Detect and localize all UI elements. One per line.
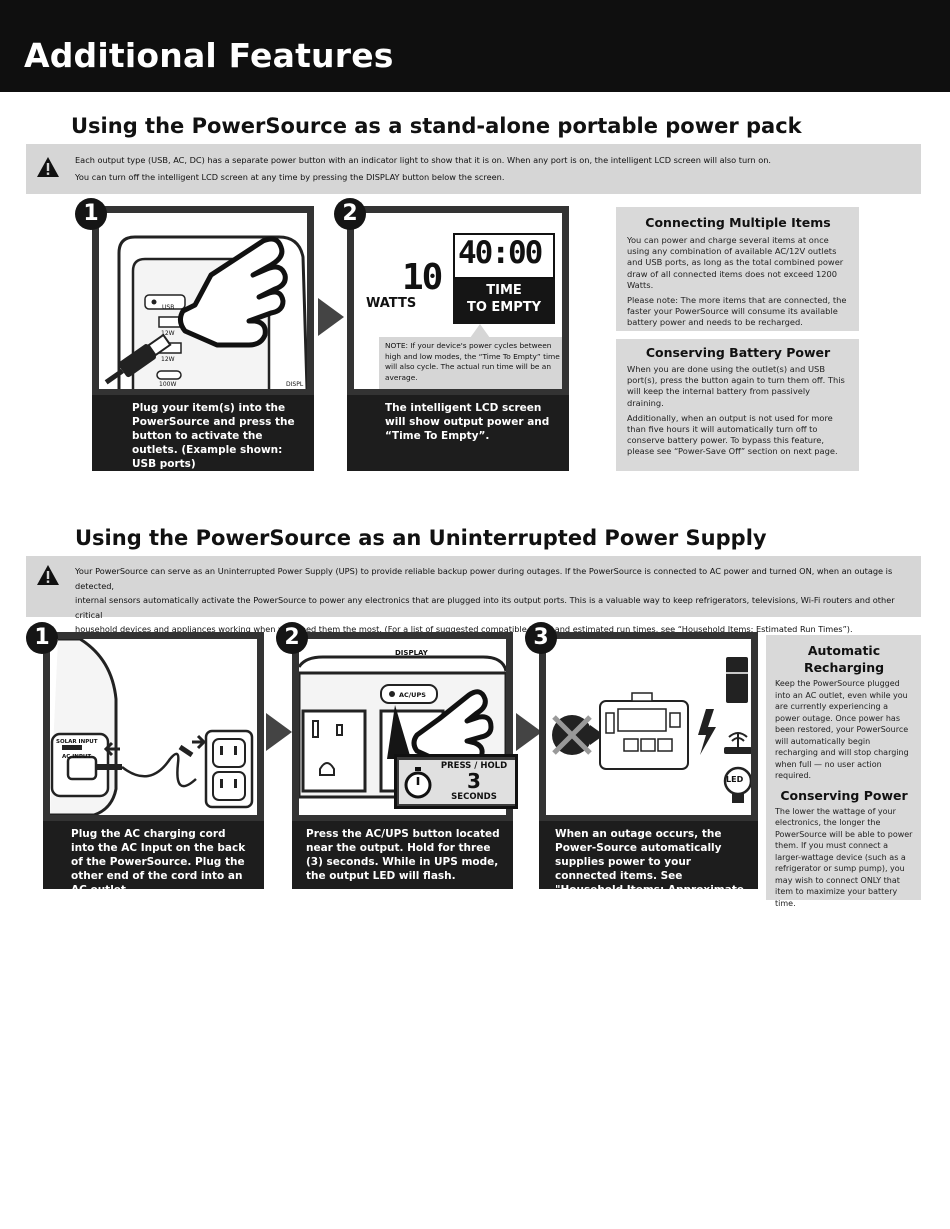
s2-step1-number: 1 bbox=[26, 622, 58, 654]
watts-label: WATTS bbox=[366, 296, 417, 311]
display-label: DISPLAY bbox=[395, 649, 428, 657]
lcd-note: NOTE: If your device's power cycles betw… bbox=[379, 337, 562, 389]
sidebar-automatic-title-1: Automatic bbox=[807, 643, 881, 658]
s1-step2-illustration: 10 WATTS 40:00 TIME TO EMPTY NOTE: If yo… bbox=[347, 206, 569, 396]
section2-warning-line2: internal sensors automatically activate … bbox=[75, 595, 895, 620]
solar-input-label: SOLAR INPUT bbox=[56, 739, 98, 745]
usb-port2-watt-label: 12W bbox=[161, 356, 175, 363]
s1-step1-caption: Plug your item(s) into the PowerSource a… bbox=[92, 395, 314, 471]
sidebar-conserving-title: Conserving Battery Power bbox=[645, 345, 831, 360]
seconds-value: 3 bbox=[467, 769, 481, 793]
ac-input-label: AC INPUT bbox=[62, 754, 92, 760]
section2-warning-box: Your PowerSource can serve as an Uninter… bbox=[26, 556, 921, 634]
sidebar-conserving-paragraph1: When you are done using the outlet(s) an… bbox=[627, 364, 845, 408]
page-title: Additional Features bbox=[24, 36, 394, 75]
step-arrow bbox=[516, 713, 542, 751]
stopwatch-icon bbox=[404, 767, 432, 799]
usb-label: USB bbox=[162, 304, 175, 311]
ac-input-illustration bbox=[50, 639, 254, 815]
sidebar-connecting-title: Connecting Multiple Items bbox=[645, 215, 831, 230]
press-hold-label: PRESS / HOLD bbox=[440, 761, 508, 771]
usb-port1-watt-label: 12W bbox=[161, 330, 175, 337]
section1-warning-box: Each output type (USB, AC, DC) has a sep… bbox=[26, 144, 921, 194]
press-hold-timer-badge: PRESS / HOLD 3 SECONDS bbox=[394, 754, 518, 809]
wifi-router-icon bbox=[724, 747, 751, 754]
pointing-hand-icon bbox=[177, 236, 288, 348]
led-label: LED bbox=[726, 775, 744, 784]
section2-title: Using the PowerSource as an Uninterrupte… bbox=[75, 526, 767, 550]
refrigerator-icon bbox=[726, 657, 748, 703]
sidebar-section2: Automatic Recharging Keep the PowerSourc… bbox=[766, 635, 921, 908]
s2-step1-caption: Plug the AC charging cord into the AC In… bbox=[43, 821, 264, 896]
sidebar-automatic-paragraph: Keep the PowerSource plugged into an AC … bbox=[775, 679, 909, 780]
sidebar-conserving-battery-power: Conserving Battery Power When you are do… bbox=[616, 339, 859, 471]
sidebar-conserving-power-paragraph: The lower the wattage of your electronic… bbox=[775, 806, 913, 908]
header-bar bbox=[0, 0, 950, 92]
lcd-time-box bbox=[453, 233, 555, 279]
section1-warning-line1: Each output type (USB, AC, DC) has a sep… bbox=[75, 155, 771, 165]
s1-step1-illustration: USB 12W 12W 100W DISPL bbox=[92, 206, 314, 396]
warning-icon bbox=[37, 157, 59, 177]
s2-step1-illustration: SOLAR INPUT AC INPUT bbox=[43, 632, 264, 822]
s2-step2-number: 2 bbox=[276, 622, 308, 654]
sidebar-conserving-power-title: Conserving Power bbox=[780, 787, 908, 803]
section2-warning-line3: household devices and appliances working… bbox=[75, 624, 853, 634]
s2-step2-caption: Press the AC/UPS button located near the… bbox=[292, 821, 513, 889]
s1-step1-number: 1 bbox=[75, 198, 107, 230]
sidebar-connecting-multiple-items: Connecting Multiple Items You can power … bbox=[616, 207, 859, 331]
seconds-label: SECONDS bbox=[451, 792, 497, 802]
usbc-watt-label: 100W bbox=[159, 381, 177, 388]
note-pointer bbox=[470, 324, 490, 338]
ac-ups-button-label: AC/UPS bbox=[399, 691, 426, 699]
sidebar-conserving-paragraph2: Additionally, when an output is not used… bbox=[627, 412, 838, 457]
warning-icon bbox=[37, 565, 59, 585]
sidebar-connecting-paragraph2: Please note: The more items that are con… bbox=[627, 295, 847, 328]
time-value: 40:00 bbox=[458, 235, 543, 271]
step-arrow bbox=[318, 298, 344, 336]
s2-step3-illustration: LED bbox=[539, 632, 758, 822]
s2-step3-number: 3 bbox=[525, 622, 557, 654]
s1-step2-number: 2 bbox=[334, 198, 366, 230]
time-label-1: TIME bbox=[486, 283, 522, 298]
sidebar-connecting-paragraph1: You can power and charge several items a… bbox=[627, 235, 844, 290]
display-label: DISPL bbox=[286, 381, 304, 388]
section2-warning-line1: Your PowerSource can serve as an Uninter… bbox=[75, 566, 893, 591]
s2-step3-caption: When an outage occurs, the Power-Source … bbox=[539, 821, 758, 910]
lcd-time-label-box: TIME TO EMPTY bbox=[453, 279, 555, 324]
lightning-bolt-icon bbox=[698, 709, 716, 755]
time-label-2: TO EMPTY bbox=[466, 300, 542, 315]
section1-warning-line2: You can turn off the intelligent LCD scr… bbox=[75, 172, 505, 182]
section1-title: Using the PowerSource as a stand-alone p… bbox=[71, 114, 802, 138]
usb-device-illustration bbox=[104, 235, 307, 389]
step-arrow bbox=[266, 713, 292, 751]
s1-step2-caption: The intelligent LCD screen will show out… bbox=[347, 395, 569, 471]
watts-value: 10 bbox=[402, 257, 443, 298]
sidebar-automatic-title-2: Recharging bbox=[803, 660, 885, 675]
ups-outage-illustration bbox=[552, 657, 751, 803]
